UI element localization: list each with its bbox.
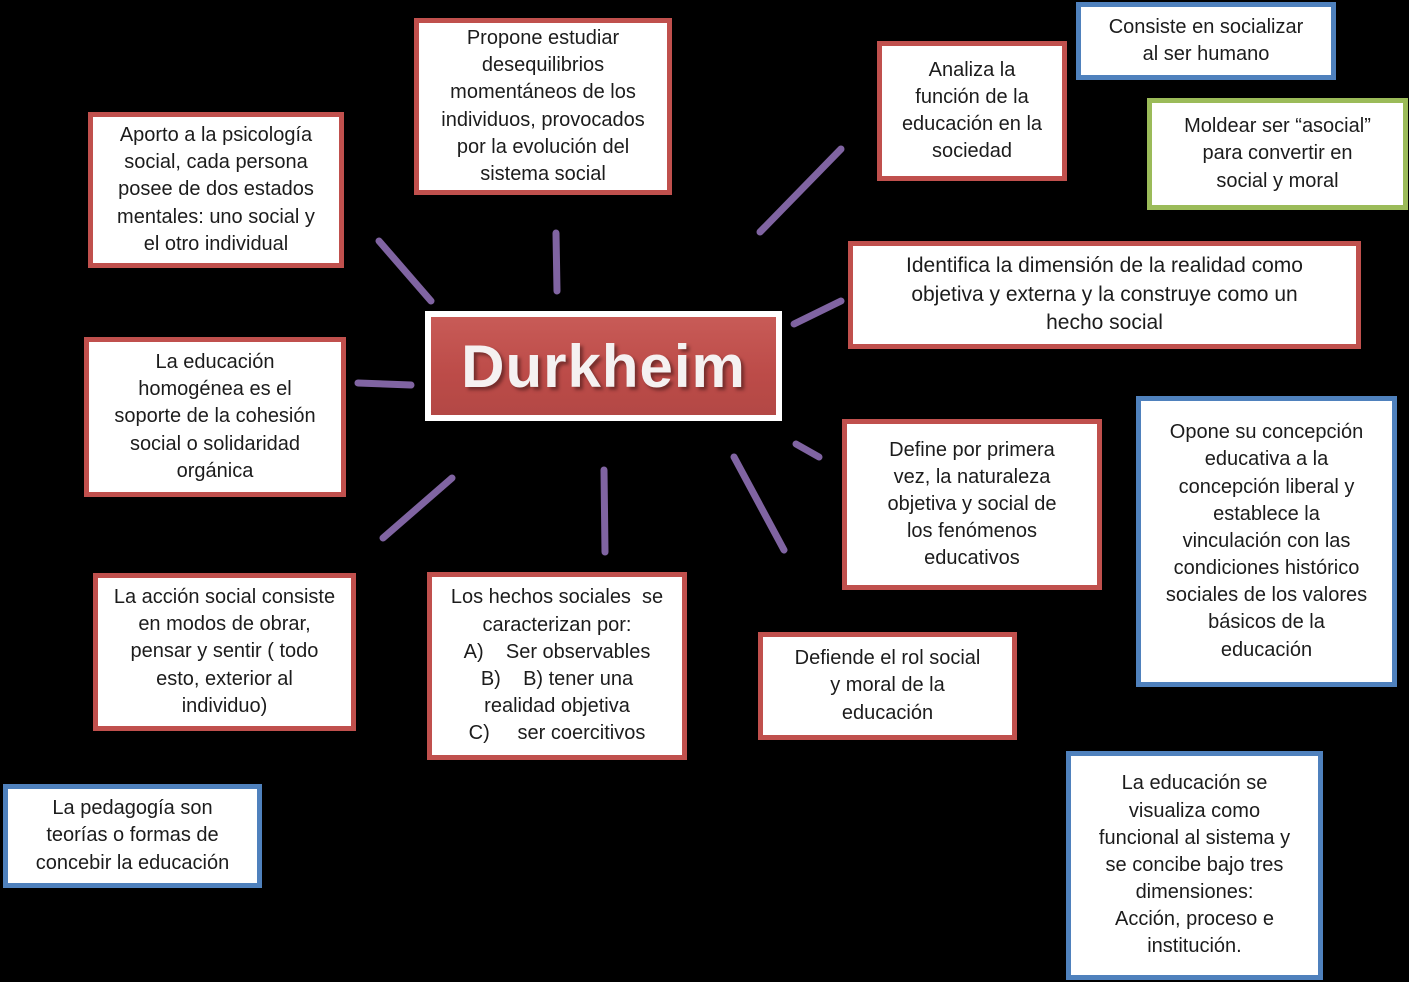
node-text: Analiza la función de la educación en la… xyxy=(901,58,1043,163)
node-educacion-funcional: La educación se visualiza como funcional… xyxy=(1066,751,1323,980)
node-text: Consiste en socializar al ser humano xyxy=(1108,15,1304,65)
node-text: Opone su concepción educativa a la conce… xyxy=(1165,421,1368,661)
central-node-title: Durkheim xyxy=(461,332,746,400)
node-educacion-homogenea: La educación homogénea es el soporte de … xyxy=(84,337,346,497)
node-opone-concepcion-educativa: Opone su concepción educativa a la conce… xyxy=(1136,396,1397,687)
connector-line-analiza xyxy=(756,145,845,236)
connector-line-accion xyxy=(379,474,456,542)
connector-line-homogenea xyxy=(354,379,415,389)
node-moldear-ser-asocial: Moldear ser “asocial” para convertir en … xyxy=(1147,98,1408,210)
node-pedagogia-teorias: La pedagogía son teorías o formas de con… xyxy=(3,784,262,888)
node-define-naturaleza-objetiva: Define por primera vez, la naturaleza ob… xyxy=(842,419,1102,590)
node-text: La pedagogía son teorías o formas de con… xyxy=(35,797,230,874)
node-hechos-sociales: Los hechos sociales se caracterizan por:… xyxy=(427,572,687,760)
node-text: Moldear ser “asocial” para convertir en … xyxy=(1184,115,1371,192)
node-text: La acción social consiste en modos de ob… xyxy=(113,586,336,717)
node-aporto-psicologia-social: Aporto a la psicología social, cada pers… xyxy=(88,112,344,268)
node-text: Propone estudiar desequilibrios momentán… xyxy=(441,26,645,185)
connector-line-defiende xyxy=(730,453,788,554)
connector-line-propone xyxy=(552,229,561,295)
node-text: Aporto a la psicología social, cada pers… xyxy=(117,124,315,255)
node-identifica-dimension-realidad: Identifica la dimensión de la realidad c… xyxy=(848,241,1361,349)
node-propone-estudiar-desequilibrios: Propone estudiar desequilibrios momentán… xyxy=(414,18,672,195)
node-defiende-rol-social: Defiende el rol social y moral de la edu… xyxy=(758,632,1017,740)
node-accion-social: La acción social consiste en modos de ob… xyxy=(93,573,356,731)
node-text: La educación se visualiza como funcional… xyxy=(1098,772,1291,958)
connector-line-identifica xyxy=(790,297,845,328)
node-text: Identifica la dimensión de la realidad c… xyxy=(906,254,1303,335)
central-node-fill: Durkheim xyxy=(431,317,776,415)
node-central-durkheim: Durkheim xyxy=(425,311,782,421)
node-consiste-socializar: Consiste en socializar al ser humano xyxy=(1076,2,1336,80)
connector-line-hechos xyxy=(600,466,609,556)
node-text: La educación homogénea es el soporte de … xyxy=(114,351,316,482)
node-analiza-funcion-educacion: Analiza la función de la educación en la… xyxy=(877,41,1067,181)
node-text: Los hechos sociales se caracterizan por:… xyxy=(450,586,664,745)
connector-line-aporto xyxy=(375,237,435,305)
node-text: Defiende el rol social y moral de la edu… xyxy=(794,647,981,724)
connector-line-define xyxy=(792,440,823,461)
node-text: Define por primera vez, la naturaleza ob… xyxy=(887,438,1057,570)
